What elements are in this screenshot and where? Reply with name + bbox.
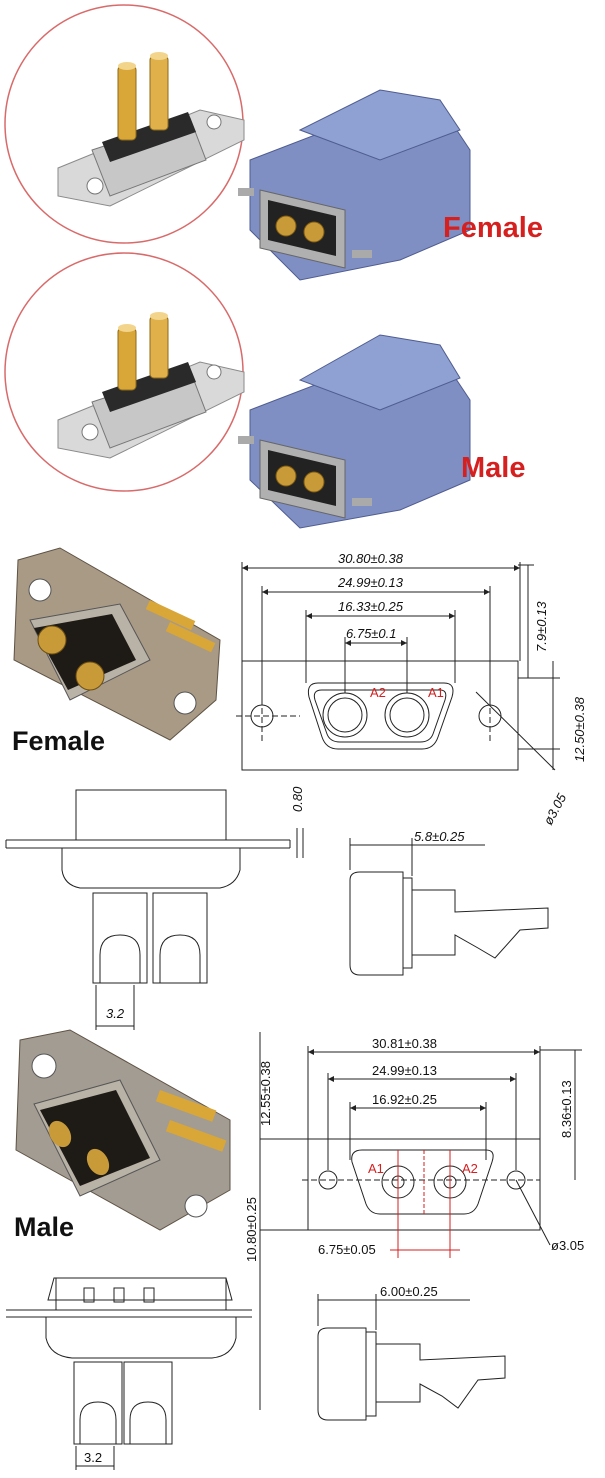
male-height-top-dim: 12.55±0.38 bbox=[258, 1061, 273, 1126]
female-overall-width-dim: 30.80±0.38 bbox=[338, 551, 404, 566]
female-pin-width-dim: 3.2 bbox=[106, 1006, 125, 1021]
female-side-view bbox=[5, 789, 304, 1030]
female-hood-photo bbox=[238, 89, 471, 281]
male-overall-width-dim: 30.81±0.38 bbox=[372, 1036, 437, 1051]
male-pin-width-dim: 3.2 bbox=[84, 1450, 102, 1465]
male-front-view bbox=[259, 1032, 582, 1410]
female-front-arrows bbox=[242, 565, 520, 646]
male-drawing-label: Male bbox=[14, 1212, 75, 1242]
male-product-photo bbox=[4, 252, 245, 492]
female-drawing-photo bbox=[13, 547, 221, 741]
female-depth-dim: 5.8±0.25 bbox=[414, 829, 465, 844]
male-front-arrows bbox=[308, 1049, 540, 1111]
female-height-dim: 12.50±0.38 bbox=[572, 696, 587, 762]
male-title: Male bbox=[461, 452, 526, 484]
female-hole-spacing-dim: 24.99±0.13 bbox=[337, 575, 404, 590]
male-pin-a1-label: A1 bbox=[368, 1161, 384, 1176]
female-product-photo bbox=[4, 4, 245, 244]
male-drawing-photo bbox=[15, 1029, 231, 1231]
female-section-view bbox=[349, 838, 549, 976]
female-pin-a1-label: A1 bbox=[428, 685, 444, 700]
female-flange-thickness-dim: 0.80 bbox=[290, 786, 305, 812]
male-pin-spacing-lines bbox=[390, 1150, 460, 1258]
female-drawing-label: Female bbox=[12, 726, 106, 756]
female-pin-a2-label: A2 bbox=[370, 685, 386, 700]
male-pin-a2-label: A2 bbox=[462, 1161, 478, 1176]
female-front-view bbox=[236, 562, 560, 771]
male-hole-dia-dim: ø3.05 bbox=[551, 1238, 584, 1253]
male-pin-spacing-dim: 6.75±0.05 bbox=[318, 1242, 376, 1257]
female-shell-width-dim: 16.33±0.25 bbox=[338, 599, 404, 614]
female-hole-dia-dim: ø3.05 bbox=[540, 790, 569, 827]
female-title: Female bbox=[443, 212, 543, 244]
female-pin-spacing-dim: 6.75±0.1 bbox=[346, 626, 397, 641]
male-depth-dim: 6.00±0.25 bbox=[380, 1284, 438, 1299]
male-hood-photo bbox=[238, 334, 471, 529]
male-height-right-dim: 8.36±0.13 bbox=[559, 1080, 574, 1138]
male-hole-spacing-dim: 24.99±0.13 bbox=[372, 1063, 437, 1078]
male-height-bottom-dim: 10.80±0.25 bbox=[244, 1197, 259, 1262]
male-side-view bbox=[6, 1277, 252, 1470]
male-section-view bbox=[317, 1294, 506, 1421]
female-height-top-dim: 7.9±0.13 bbox=[534, 601, 549, 652]
male-shell-width-dim: 16.92±0.25 bbox=[372, 1092, 437, 1107]
